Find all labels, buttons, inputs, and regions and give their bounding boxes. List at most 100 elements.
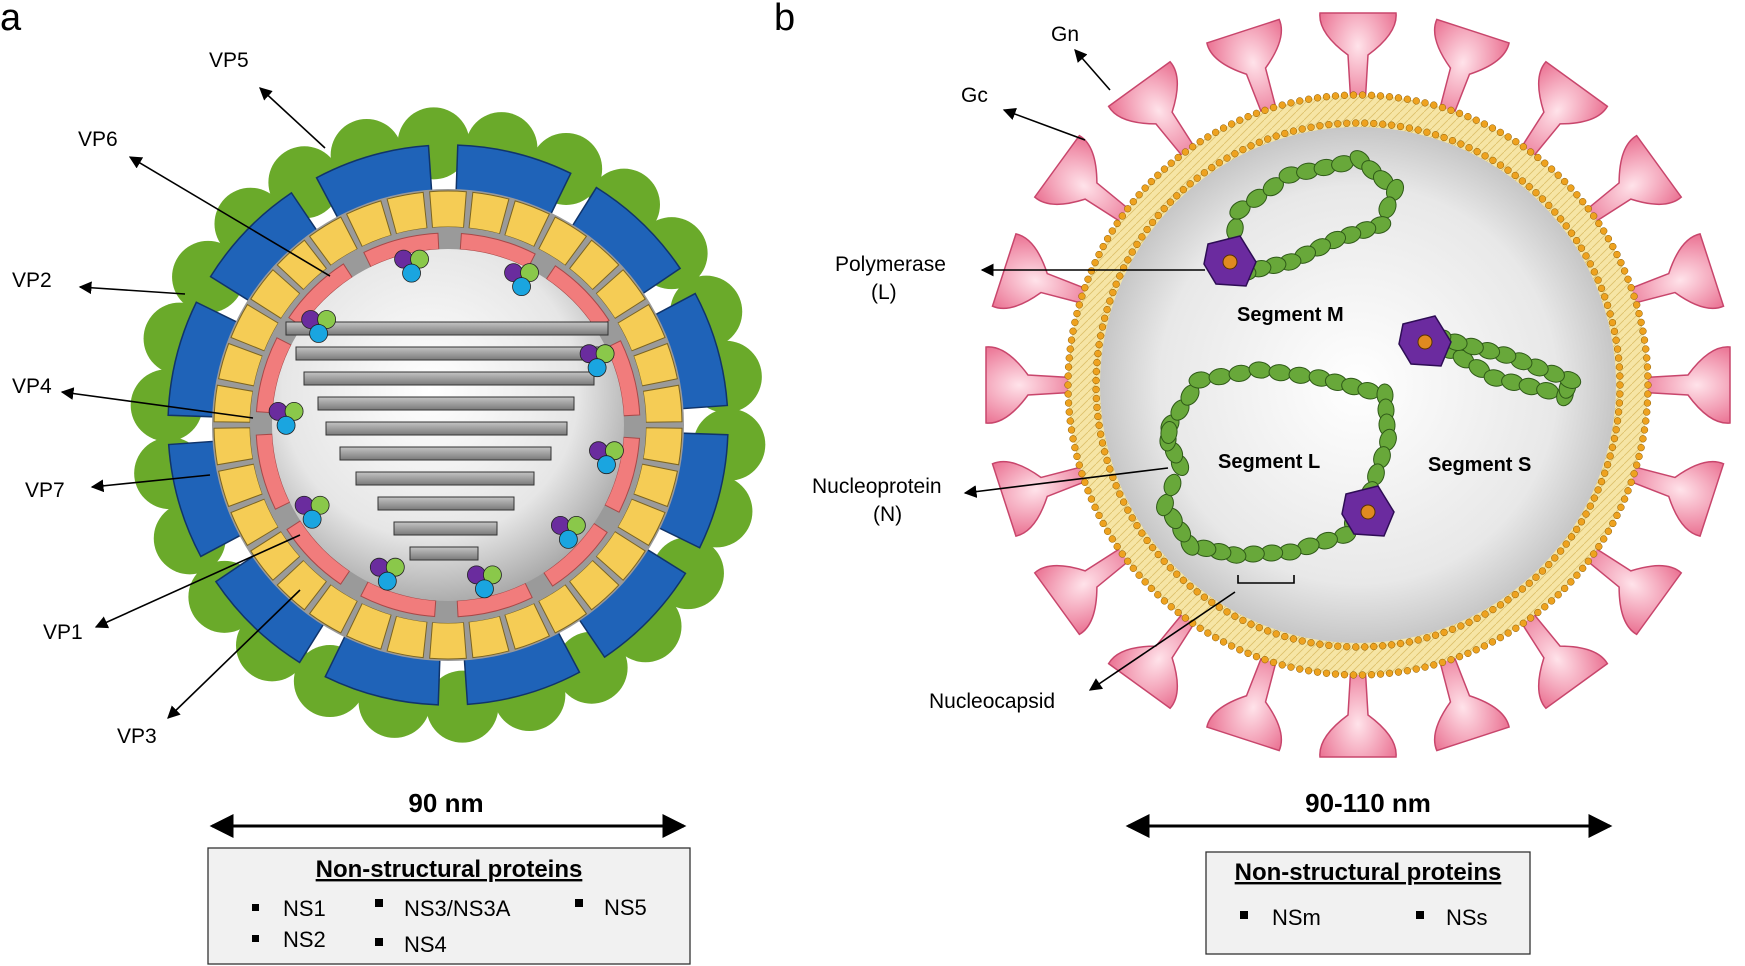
spike-body [1604,233,1725,311]
spike-body [1565,134,1683,237]
lipid-head [1412,665,1420,673]
vp1-sphere [302,509,322,529]
dsrna-genome [285,321,609,561]
lipid-head [1627,284,1635,292]
lipid-head [1064,381,1072,389]
lipid-head [1635,309,1643,318]
lipid-head [1119,498,1128,506]
lipid-head [1385,669,1394,677]
lipid-head [1582,252,1590,260]
lipid-head [1465,144,1473,152]
lipid-head [1215,603,1223,611]
membrane-lipid-heads [1064,91,1652,679]
polymerase-label: Polymerase [835,253,946,276]
lipid-head [1496,633,1505,642]
lipid-head [1154,171,1162,179]
ns-item-ns3: NS3/NS3A [404,896,511,921]
spike-body [1319,12,1397,124]
lipid-head [1252,109,1261,118]
lipid-head [1261,656,1269,664]
lipid-head [1608,318,1617,327]
lipid-head [1073,452,1081,461]
lipid-head [1396,639,1405,648]
lipid-head [1394,668,1403,676]
lipid-head [1174,153,1182,162]
glycoprotein-spike [985,346,1097,424]
lipid-head [1129,198,1137,206]
ns-box-b: Non-structural proteins NSm NSs [1205,851,1531,955]
spike-body [1033,533,1151,636]
lipid-head [1179,576,1188,584]
lipid-head [1129,564,1137,572]
lipid-head [1480,642,1489,650]
lipid-head [1289,127,1298,135]
polymerase-complex [369,557,405,591]
spike-body [1619,346,1731,424]
lipid-head [1087,267,1096,275]
spike-body [1506,592,1609,710]
lipid-head [1092,367,1100,376]
bullet-ns4 [375,938,383,946]
lipid-head [1064,390,1072,398]
lipid-head [1525,579,1533,587]
lipid-head [1173,570,1181,578]
b-labels: Gn Gc Polymerase (L) Nucleoprotein (N) N… [812,23,1079,713]
lipid-head [1496,601,1505,609]
glycoprotein-spike [991,233,1112,311]
lipid-head [1095,511,1103,520]
lipid-head [1595,219,1603,228]
lipid-head [1584,205,1592,213]
lipid-head [1124,557,1132,565]
lipid-head [1298,637,1306,645]
lipid-head [1496,128,1505,137]
lipid-head [1097,332,1105,340]
lipid-head [1174,608,1182,617]
lipid-head [1227,120,1236,128]
lipid-head [1179,186,1188,194]
nucleocapsid-label: Nucleocapsid [929,690,1055,713]
lipid-head [1594,486,1602,494]
lipid-head [1465,618,1473,626]
vp3-sphere [520,263,539,283]
lipid-head [1108,227,1116,235]
lipid-head [1586,502,1594,510]
lipid-head [1512,138,1520,146]
dsrna-segment [303,371,595,386]
lipid-head [1481,610,1489,618]
lipid-head [1148,543,1157,552]
lipid-head [1613,345,1622,353]
lipid-head [1394,94,1403,102]
lipid-head [1630,292,1638,300]
lipid-head [1181,148,1190,156]
polymerase-complex [301,310,337,343]
lipid-head [1081,284,1089,292]
lipid-head [1116,490,1124,498]
lipid-head [1613,511,1621,520]
lipid-head [1620,495,1629,503]
lipid-head [1103,305,1111,314]
lipid-head [1098,323,1107,331]
polymerase-complex [550,515,586,549]
lipid-head [1278,101,1286,109]
lipid-head [1340,671,1349,679]
polymerase-core [1222,254,1238,270]
panel-b-letter: b [774,0,795,39]
ns-box-a: Non-structural proteins NS1 NS3/NS3A NS5… [207,847,691,965]
lipid-head [1154,211,1162,220]
lipid-head [1307,639,1315,647]
glycoprotein-spike [1033,134,1151,237]
lipid-head [1252,652,1261,661]
vp1-sphere [309,324,329,343]
lipid-head [1264,135,1272,143]
lipid-head [1538,567,1547,575]
ns-title-a: Non-structural proteins [316,856,583,883]
lipid-head [1304,667,1313,675]
lipid-head [1304,95,1313,103]
lipid-head [1547,165,1556,173]
lipid-head [1562,540,1570,548]
lipid-head [1244,649,1252,658]
lipid-head [1579,564,1587,572]
lipid-head [1204,629,1212,637]
lipid-head [1087,495,1096,503]
lipid-head [1554,171,1562,179]
